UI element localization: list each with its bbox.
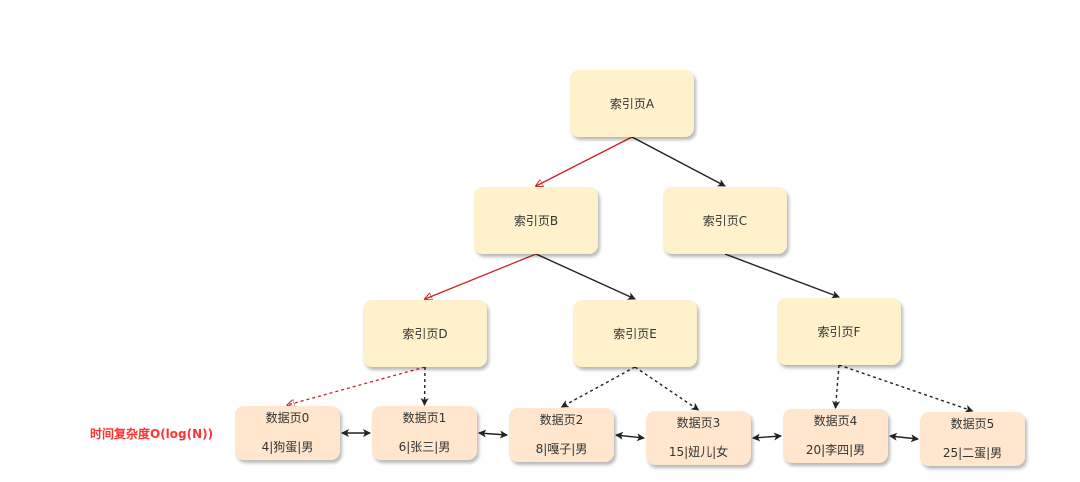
index-page-e[interactable]: 索引页E [573, 300, 697, 367]
data-page-3[interactable]: 数据页3 15|妞儿|女 [646, 411, 751, 465]
index-page-label: 索引页A [609, 97, 655, 111]
data-page-title: 数据页1 [402, 411, 447, 425]
index-page-c[interactable]: 索引页C [663, 187, 787, 254]
data-page-record: 15|妞儿|女 [668, 445, 729, 459]
index-page-label: 索引页E [613, 327, 657, 341]
index-page-f[interactable]: 索引页F [777, 298, 901, 365]
link-3-4 [752, 432, 782, 442]
edge-B-to-E [535, 253, 636, 300]
edge-D-to-0 [288, 366, 426, 405]
index-page-d[interactable]: 索引页D [363, 300, 487, 367]
data-page-record: 8|嘎子|男 [535, 442, 588, 456]
index-page-label: 索引页C [702, 214, 748, 228]
link-1-2 [478, 429, 508, 439]
link-4-5 [889, 432, 919, 443]
index-page-b[interactable]: 索引页B [474, 187, 598, 254]
data-page-title: 数据页5 [950, 417, 995, 431]
edge-F-to-5 [838, 364, 974, 413]
data-page-record: 20|李四|男 [805, 443, 866, 457]
edge-A-to-C [631, 136, 726, 187]
edge-D-to-1 [420, 366, 429, 406]
edge-B-to-D [425, 253, 537, 299]
data-page-record: 25|二蛋|男 [942, 446, 1003, 460]
data-page-title: 数据页0 [265, 411, 310, 425]
data-page-5[interactable]: 数据页5 25|二蛋|男 [920, 412, 1025, 466]
data-page-4[interactable]: 数据页4 20|李四|男 [783, 409, 888, 463]
link-2-3 [615, 431, 645, 442]
data-page-record: 4|狗蛋|男 [261, 440, 314, 454]
edge-E-to-2 [560, 366, 636, 408]
data-page-title: 数据页3 [676, 416, 721, 430]
data-page-title: 数据页4 [813, 414, 858, 428]
data-page-title: 数据页2 [539, 413, 584, 427]
edge-E-to-3 [634, 366, 700, 411]
data-page-0[interactable]: 数据页0 4|狗蛋|男 [235, 406, 340, 460]
data-page-record: 6|张三|男 [398, 440, 451, 454]
time-complexity-annotation: 时间复杂度O(log(N)) [90, 427, 214, 441]
index-page-a[interactable]: 索引页A [570, 70, 694, 137]
edge-A-to-B [536, 136, 633, 186]
data-page-2[interactable]: 数据页2 8|嘎子|男 [509, 408, 614, 462]
index-page-label: 索引页D [402, 327, 448, 341]
index-page-label: 索引页B [513, 214, 559, 228]
data-page-1[interactable]: 数据页1 6|张三|男 [372, 406, 477, 460]
edge-C-to-F [724, 253, 840, 299]
edge-F-to-4 [832, 364, 841, 409]
index-page-label: 索引页F [817, 325, 861, 339]
